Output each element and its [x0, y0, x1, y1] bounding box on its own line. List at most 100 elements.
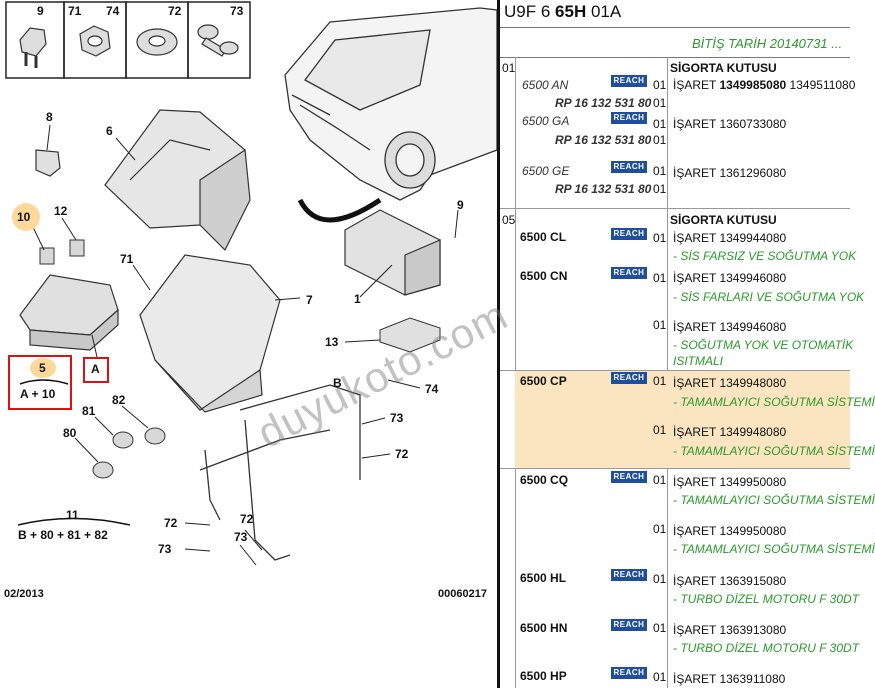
reach-badge: REACH: [611, 471, 647, 483]
callout-9-right: 9: [457, 198, 464, 212]
part-ref: İŞARET 1349946080: [673, 271, 787, 285]
part-code: 6500 CL: [520, 230, 567, 244]
part-qty: 01: [653, 473, 667, 487]
part-10-relay: [39, 247, 55, 265]
callout-5-highlight: [30, 358, 56, 378]
callout-82: 82: [112, 393, 126, 407]
reach-badge: REACH: [611, 267, 647, 279]
part-qty: 01: [653, 133, 667, 147]
part-ref: İŞARET 1360733080: [673, 117, 787, 131]
van-outline: [284, 7, 498, 201]
callout-72-left: 72: [164, 516, 178, 530]
bracket-b: [199, 384, 361, 561]
reach-badge: REACH: [611, 372, 647, 384]
group-number: 01: [502, 61, 516, 75]
group-a-box: [83, 357, 109, 383]
group-5-label: 5: [39, 361, 46, 375]
part-qty: 01: [653, 318, 667, 332]
callout-72-mid: 72: [240, 512, 254, 526]
callout-b: B: [333, 376, 342, 390]
callout-12: 12: [54, 204, 68, 218]
callout-73-top: 73: [230, 4, 244, 18]
group-11-formula: B + 80 + 81 + 82: [18, 528, 108, 542]
part-code: 6500 CQ: [520, 473, 569, 487]
part-ref: İŞARET 1349985080 1349511080: [673, 78, 856, 92]
part-qty: 01: [653, 670, 667, 684]
part-ref: İŞARET 1363915080: [673, 574, 787, 588]
part-ref: İŞARET 1349948080: [673, 425, 787, 439]
part-qty: 01: [653, 522, 667, 536]
callout-6: 6: [106, 124, 113, 138]
callout-72-right: 72: [395, 447, 409, 461]
part-code: 6500 HN: [520, 621, 568, 635]
exploded-view-drawing: [5, 1, 498, 566]
part-qty: 01: [653, 78, 667, 92]
part-rp: RP 16 132 531 80: [555, 182, 652, 196]
part-desc: - TAMAMLAYICI SOĞUTMA SİSTEMİ: [673, 395, 875, 409]
part-12-relay: [69, 239, 85, 257]
part-qty: 01: [653, 164, 667, 178]
part-code: 6500 AN: [522, 78, 569, 92]
part-desc: - TAMAMLAYICI SOĞUTMA SİSTEMİ: [673, 444, 875, 458]
part-desc: - SİS FARSIZ VE SOĞUTMA YOK: [673, 249, 857, 263]
callout-73-mid: 73: [234, 530, 248, 544]
group-5-box: [8, 355, 72, 410]
drawing-number: 00060217: [438, 588, 487, 600]
parts-list: U9F 6 65H 01A BİTİŞ TARİH 20140731 ... 0…: [500, 0, 875, 688]
part-7-tray: [139, 254, 281, 413]
part-ref: İŞARET 1349946080: [673, 320, 787, 334]
part-desc: - TURBO DİZEL MOTORU F 30DT: [673, 592, 860, 606]
part-qty: 01: [653, 96, 667, 110]
part-rp: RP 16 132 531 80: [555, 96, 652, 110]
nut-icon: [79, 25, 111, 57]
end-date: BİTİŞ TARİH 20140731 ...: [692, 36, 843, 51]
fuse-box: [19, 274, 119, 351]
part-1-module: [344, 209, 441, 296]
group-name: SİGORTA KUTUSU: [670, 61, 777, 75]
reach-badge: REACH: [611, 112, 647, 124]
part-82-clip: [144, 427, 166, 445]
part-ref: İŞARET 1349948080: [673, 376, 787, 390]
part-desc: - TAMAMLAYICI SOĞUTMA SİSTEMİ: [673, 542, 875, 556]
callout-7: 7: [306, 293, 313, 307]
part-code: 6500 GA: [522, 114, 570, 128]
catalog-title: U9F 6 65H 01A: [504, 2, 622, 21]
leader-lines: [31, 124, 459, 566]
parts-diagram: 9 71 74 72 73 8 6 10 12 71 7 9 1 13 B 74…: [4, 1, 498, 600]
reach-badge: REACH: [611, 228, 647, 240]
part-desc: - TAMAMLAYICI SOĞUTMA SİSTEMİ: [673, 493, 875, 507]
reach-badge: REACH: [611, 569, 647, 581]
part-code: 6500 GE: [522, 164, 570, 178]
brace-5: [19, 379, 69, 385]
part-qty: 01: [653, 423, 667, 437]
part-code: 6500 CP: [520, 374, 567, 388]
group-name: SİGORTA KUTUSU: [670, 213, 777, 227]
group-number: 05: [502, 213, 516, 227]
column-divider: [497, 0, 500, 688]
location-arrow: [297, 197, 382, 223]
reach-badge: REACH: [611, 667, 647, 679]
reach-badge: REACH: [611, 75, 647, 87]
diagram-date: 02/2013: [4, 588, 44, 600]
callout-72-top: 72: [168, 4, 182, 18]
part-ref: İŞARET 1349950080: [673, 524, 787, 538]
part-qty: 01: [653, 621, 667, 635]
part-qty: 01: [653, 374, 667, 388]
part-ref: İŞARET 1363913080: [673, 623, 787, 637]
part-80-clip: [92, 461, 114, 479]
part-desc: - SOĞUTMA YOK VE OTOMATİK: [673, 338, 854, 352]
callout-80: 80: [63, 426, 77, 440]
part-code: 6500 HL: [520, 571, 567, 585]
part-desc: - TURBO DİZEL MOTORU F 30DT: [673, 641, 860, 655]
part-qty: 01: [653, 117, 667, 131]
part-81-clip: [112, 431, 134, 449]
part-qty: 01: [653, 231, 667, 245]
part-ref: İŞARET 1361296080: [673, 166, 787, 180]
callout-1: 1: [354, 292, 361, 306]
callout-9: 9: [37, 4, 44, 18]
part-6-cover: [104, 109, 251, 252]
callout-71: 71: [120, 252, 134, 266]
part-13-plate: [379, 317, 441, 353]
part-rp: RP 16 132 531 80: [555, 133, 652, 147]
part-qty: 01: [653, 182, 667, 196]
